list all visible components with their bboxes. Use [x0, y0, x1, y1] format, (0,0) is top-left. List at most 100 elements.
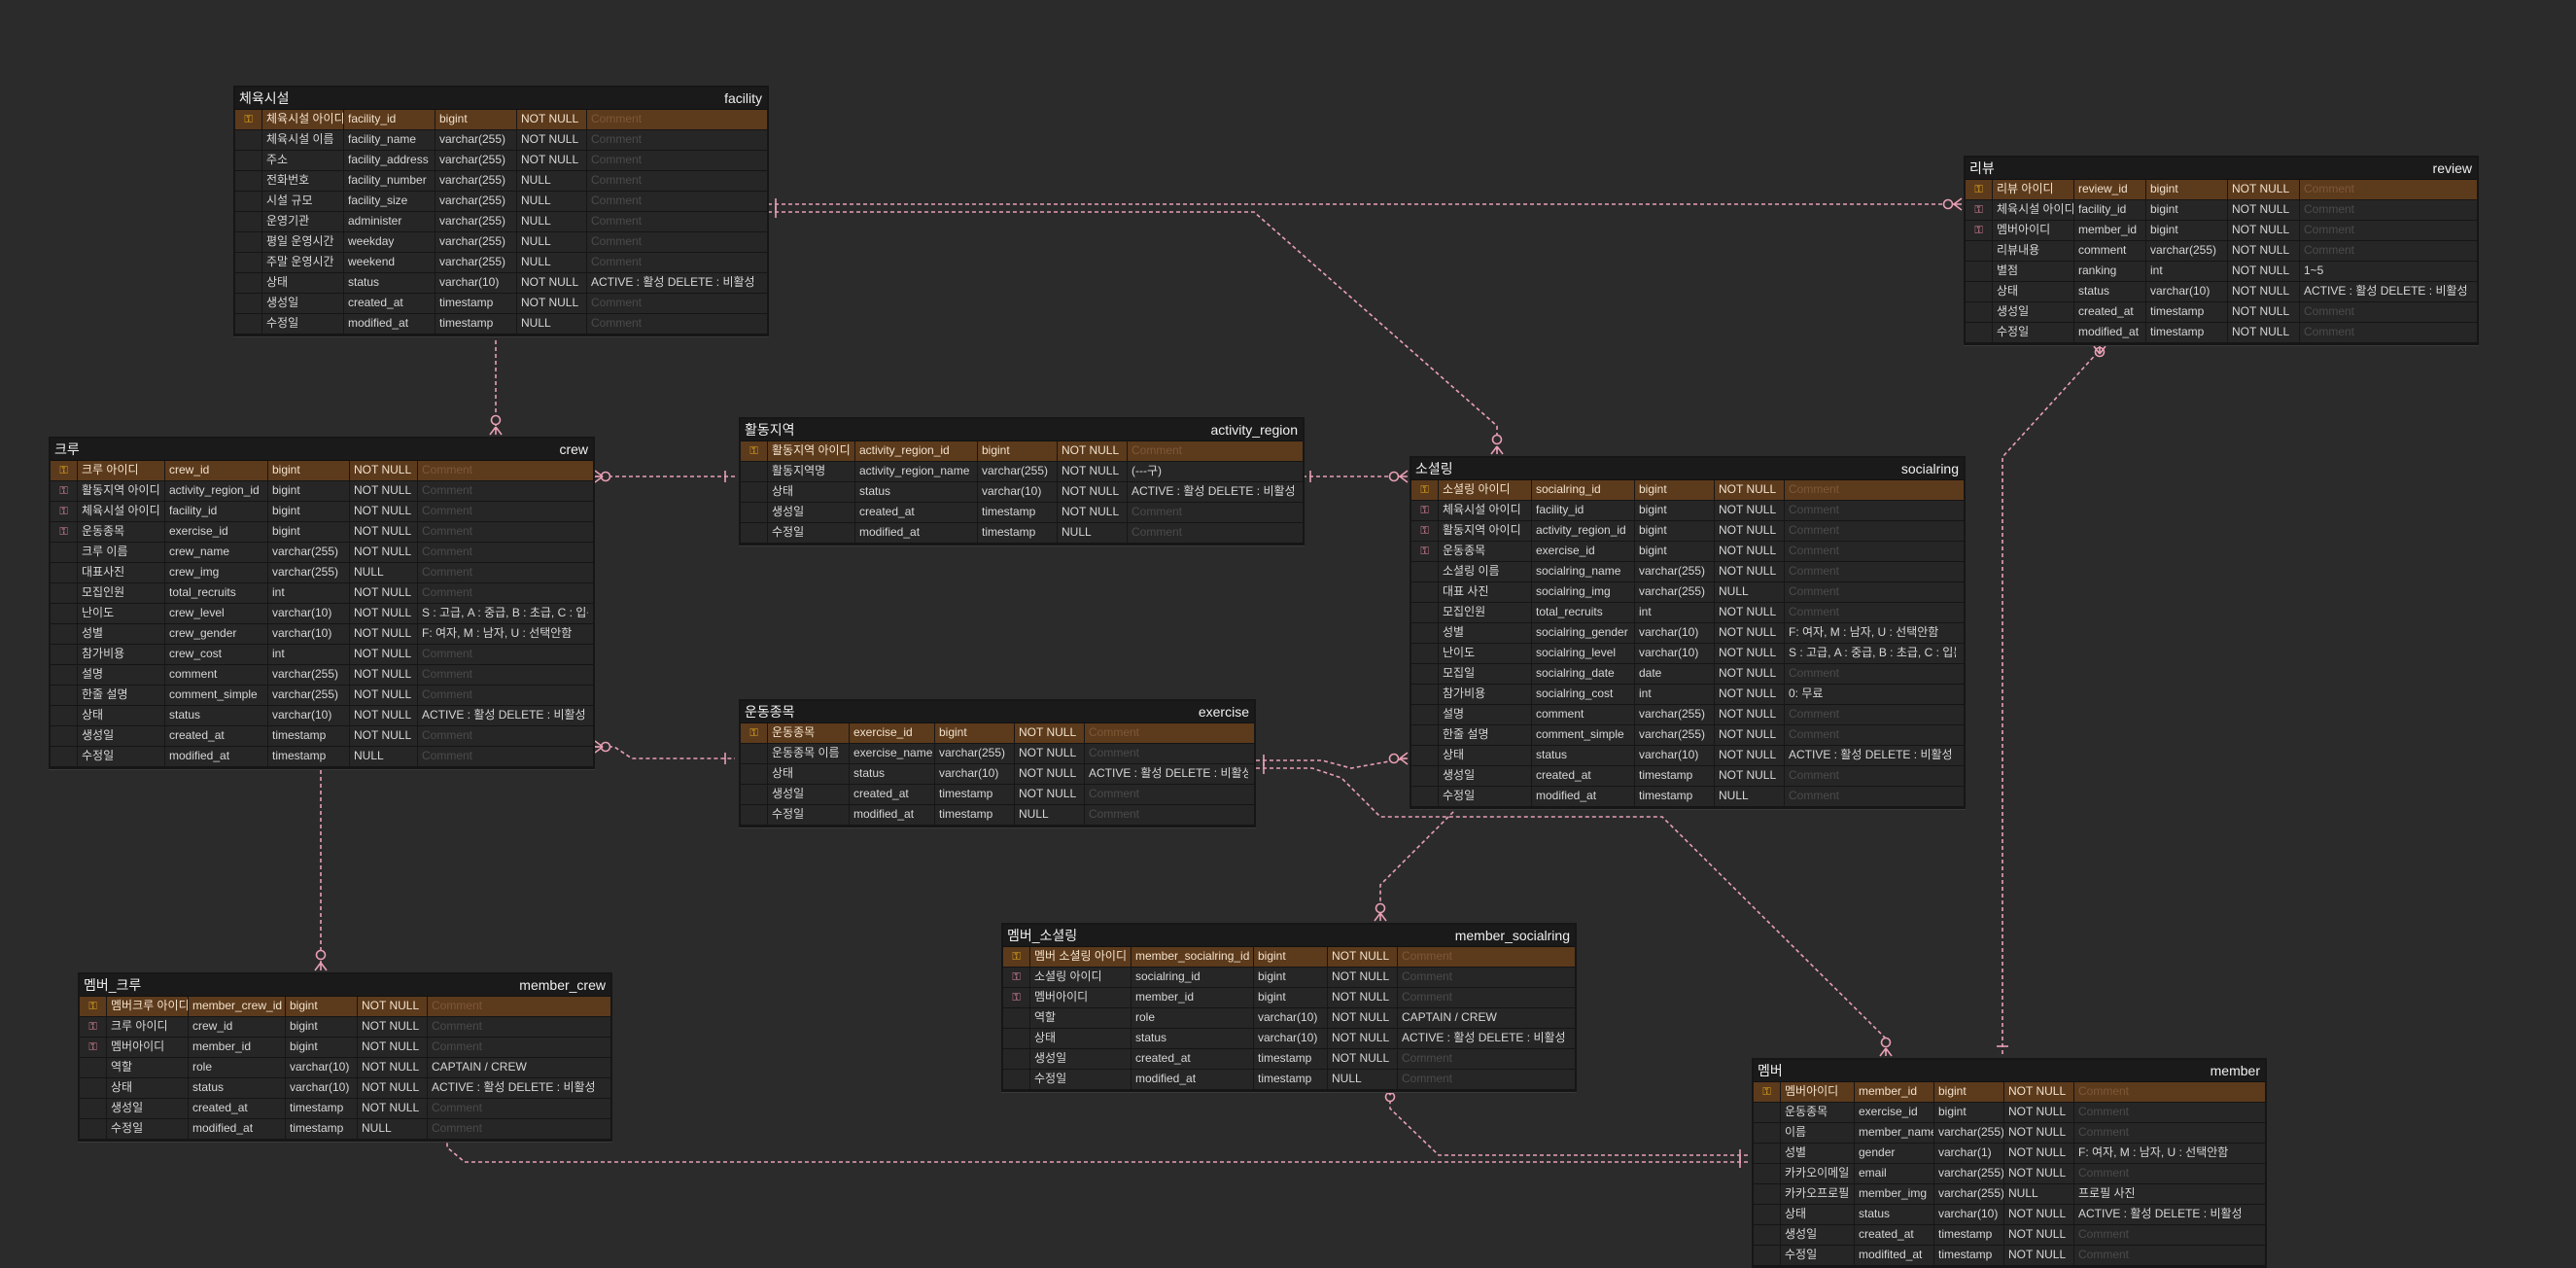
column-comment[interactable]: Comment: [2304, 223, 2355, 236]
table-header[interactable]: 체육시설 facility: [235, 88, 767, 109]
table-header[interactable]: 크루 crew: [51, 439, 593, 460]
rel-exercise-socialring[interactable]: [1256, 757, 1407, 769]
rel-member-review[interactable]: [2002, 349, 2101, 1054]
column-comment[interactable]: Comment: [591, 153, 643, 166]
column-comment[interactable]: Comment: [591, 112, 643, 125]
column-comment[interactable]: Comment: [1789, 482, 1840, 496]
column-comment[interactable]: Comment: [432, 1019, 483, 1033]
column-comment[interactable]: Comment: [1131, 505, 1183, 518]
column-comment[interactable]: 프로필 사진: [2078, 1186, 2136, 1200]
column-comment[interactable]: Comment: [432, 1101, 483, 1114]
column-comment[interactable]: ACTIVE : 활성 DELETE : 비활성: [2304, 284, 2468, 298]
column-comment[interactable]: ACTIVE : 활성 DELETE : 비활성: [591, 275, 755, 289]
column-comment[interactable]: Comment: [1402, 1051, 1453, 1065]
column-comment[interactable]: Comment: [1089, 787, 1140, 800]
column-comment[interactable]: Comment: [1789, 544, 1840, 557]
column-comment[interactable]: Comment: [591, 255, 643, 268]
column-comment[interactable]: S : 고급, A : 중급, B : 초급, C : 입문: [1789, 646, 1956, 659]
column-comment[interactable]: Comment: [1789, 768, 1840, 782]
column-comment[interactable]: Comment: [591, 214, 643, 228]
column-comment[interactable]: Comment: [591, 132, 643, 146]
column-comment[interactable]: Comment: [2078, 1248, 2130, 1261]
column-comment[interactable]: (---구): [1131, 464, 1163, 477]
rel-member-member-socialring[interactable]: [1389, 1089, 1748, 1156]
column-comment[interactable]: Comment: [2304, 182, 2355, 195]
column-comment[interactable]: Comment: [1089, 807, 1140, 821]
column-comment[interactable]: Comment: [432, 999, 483, 1012]
column-comment[interactable]: Comment: [1789, 727, 1840, 741]
column-comment[interactable]: Comment: [432, 1039, 483, 1053]
column-comment[interactable]: Comment: [1789, 564, 1840, 578]
column-comment[interactable]: CAPTAIN / CREW: [432, 1060, 527, 1074]
rel-socialring-member-socialring[interactable]: [1379, 796, 1469, 917]
column-comment[interactable]: Comment: [1089, 725, 1140, 739]
column-comment[interactable]: Comment: [1789, 789, 1840, 802]
column-comment[interactable]: Comment: [1789, 523, 1840, 537]
column-comment[interactable]: Comment: [1131, 443, 1183, 457]
table-header[interactable]: 운동종목 exercise: [741, 701, 1254, 722]
column-comment[interactable]: Comment: [422, 749, 473, 762]
column-comment[interactable]: Comment: [2304, 304, 2355, 318]
column-comment[interactable]: Comment: [591, 316, 643, 330]
column-comment[interactable]: Comment: [1402, 1072, 1453, 1085]
column-comment[interactable]: Comment: [2078, 1084, 2130, 1098]
column-comment[interactable]: Comment: [1789, 503, 1840, 516]
column-comment[interactable]: Comment: [2304, 243, 2355, 257]
table-header[interactable]: 활동지역 activity_region: [741, 419, 1303, 440]
column-comment[interactable]: Comment: [422, 524, 473, 538]
column-comment[interactable]: ACTIVE : 활성 DELETE : 비활성: [2078, 1207, 2243, 1220]
column-comment[interactable]: Comment: [2078, 1166, 2130, 1180]
column-comment[interactable]: Comment: [422, 565, 473, 579]
rel-exercise-member[interactable]: [1256, 767, 1887, 1054]
column-comment[interactable]: Comment: [591, 296, 643, 309]
column-comment[interactable]: 1~5: [2304, 264, 2324, 277]
column-comment[interactable]: 0: 무료: [1789, 687, 1824, 700]
column-comment[interactable]: Comment: [2078, 1105, 2130, 1118]
column-comment[interactable]: Comment: [1402, 949, 1453, 963]
